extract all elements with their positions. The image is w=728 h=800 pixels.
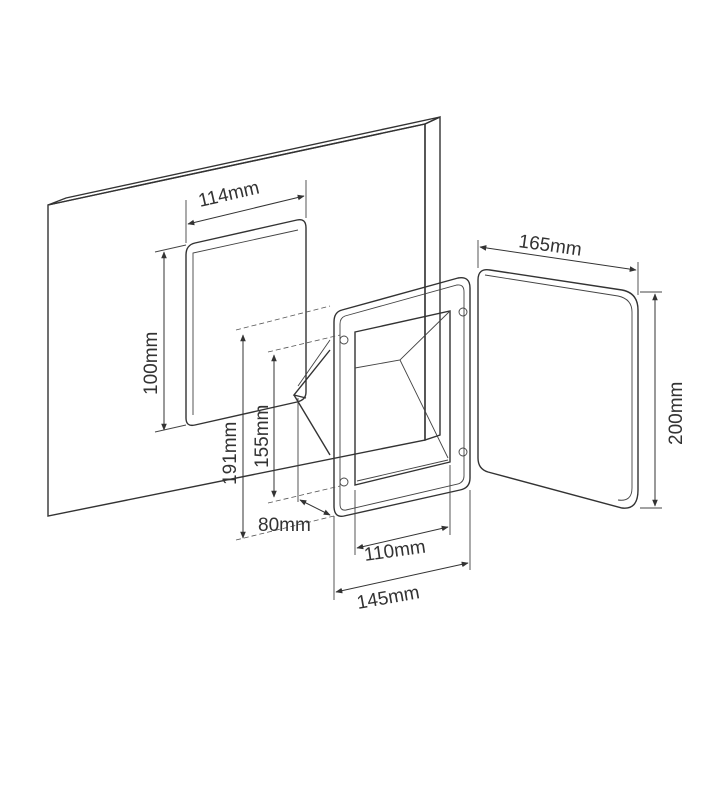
- label-depth: 80mm: [258, 515, 311, 536]
- label-opening-width: 110mm: [363, 537, 427, 566]
- screw-hole-icon: [339, 477, 349, 487]
- funnel-body: [292, 339, 331, 456]
- screw-hole-icon: [458, 307, 468, 317]
- label-door-width: 165mm: [517, 231, 583, 261]
- label-frame-width: 145mm: [355, 582, 421, 614]
- label-wall-cutout-height: 100mm: [141, 332, 162, 395]
- door-panel: [477, 269, 639, 509]
- wall-cutout: [185, 218, 307, 427]
- label-funnel-outer-height: 191mm: [220, 422, 241, 485]
- bezel-frame: [333, 277, 471, 517]
- label-funnel-inner-height: 155mm: [252, 405, 273, 468]
- label-wall-cutout-width: 114mm: [196, 177, 261, 211]
- dimension-lines: [154, 180, 662, 600]
- screw-hole-icon: [458, 447, 468, 457]
- label-door-height: 200mm: [666, 382, 687, 445]
- screw-hole-icon: [339, 335, 349, 345]
- wall-panel: [47, 115, 441, 517]
